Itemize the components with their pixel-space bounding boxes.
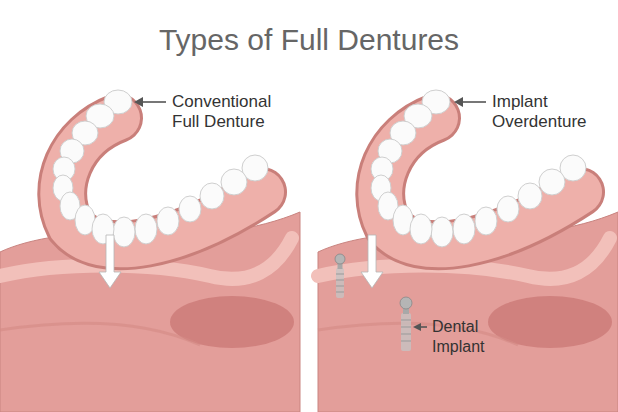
leader-arrowhead: [413, 323, 421, 331]
leader-line: [420, 326, 427, 328]
part-label: Dental Implant: [432, 317, 508, 357]
leader-line: [142, 101, 166, 103]
leader-arrowhead: [454, 97, 463, 107]
leader-line: [462, 101, 486, 103]
part-label: Conventional Full Denture: [172, 92, 290, 132]
title: Types of Full Dentures: [0, 22, 618, 58]
placement-arrow: [361, 235, 383, 288]
leader-arrowhead: [134, 97, 143, 107]
placement-arrow: [99, 235, 121, 288]
part-label: Implant Overdenture: [492, 92, 606, 132]
